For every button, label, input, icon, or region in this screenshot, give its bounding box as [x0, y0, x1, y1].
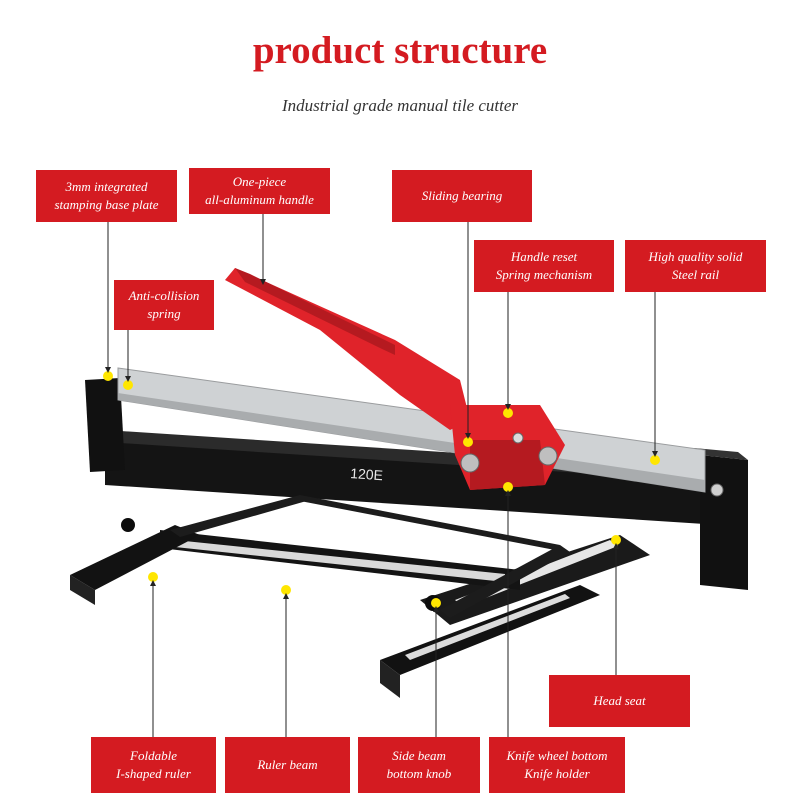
callout-line: I-shaped ruler: [116, 766, 191, 781]
head-wheel-2: [538, 446, 558, 466]
callout-line: Sliding bearing: [421, 188, 503, 203]
callout-line: Ruler beam: [257, 757, 318, 772]
callout-line: all-aluminum handle: [205, 192, 314, 207]
marker-dot: [503, 408, 513, 418]
callout-steel-rail: High quality solid Steel rail: [625, 240, 766, 292]
ruler-strip-front: [405, 594, 570, 660]
handle-arm: [225, 268, 470, 430]
callout-line: Foldable: [130, 748, 177, 763]
callout-line: stamping base plate: [54, 197, 159, 212]
callout-ruler-beam: Ruler beam: [225, 737, 350, 793]
head-bolt: [512, 432, 524, 444]
callout-side-beam-knob: Side beam bottom knob: [358, 737, 480, 793]
left-support-front: [70, 575, 95, 605]
callout-head-seat: Head seat: [549, 675, 690, 727]
callout-anti-collision: Anti-collision spring: [114, 280, 214, 330]
marker-dot: [281, 585, 291, 595]
callout-foldable-ruler: Foldable I-shaped ruler: [91, 737, 216, 793]
leader-lines: [105, 214, 658, 737]
marker-dot: [650, 455, 660, 465]
marker-dot: [503, 482, 513, 492]
cross-beam-inner: [295, 495, 560, 550]
callout-handle: One-piece all-aluminum handle: [189, 168, 330, 214]
marker-dot: [148, 572, 158, 582]
callout-sliding-bearing: Sliding bearing: [392, 170, 532, 222]
callout-line: One-piece: [232, 174, 287, 189]
right-support-front: [380, 660, 400, 698]
cross-beam-right: [440, 545, 570, 618]
page-subtitle: Industrial grade manual tile cutter: [281, 96, 519, 115]
marker-dots: [103, 371, 660, 608]
marker-dot: [103, 371, 113, 381]
callout-line: Side beam: [392, 748, 446, 763]
marker-dot: [611, 535, 621, 545]
rail-end-bolt: [710, 483, 724, 497]
callout-line: 3mm integrated: [65, 179, 148, 194]
right-end-top: [694, 448, 748, 460]
callout-handle-reset: Handle reset Spring mechanism: [474, 240, 614, 292]
callout-base-plate: 3mm integrated stamping base plate: [36, 170, 177, 222]
callout-line: Knife wheel bottom: [506, 748, 608, 763]
marker-dot: [463, 437, 473, 447]
left-support-beam: [70, 525, 200, 590]
page-title: product structure: [252, 29, 548, 72]
callout-line: Head seat: [593, 693, 646, 708]
callout-line: bottom knob: [386, 766, 452, 781]
callout-line: Handle reset: [510, 249, 578, 264]
head-wheel-1: [460, 453, 480, 473]
marker-dot: [123, 380, 133, 390]
steel-rail-shade: [118, 393, 705, 492]
callout-line: spring: [147, 306, 181, 321]
callout-line: Steel rail: [671, 267, 720, 282]
marker-dot: [431, 598, 441, 608]
callout-line: Anti-collision: [128, 288, 200, 303]
right-end-block: [700, 455, 748, 590]
knob-left: [121, 518, 135, 532]
callout-line: High quality solid: [648, 249, 743, 264]
front-frame-strip: [175, 540, 505, 582]
cross-beam-left: [170, 495, 310, 537]
left-end-block: [85, 378, 125, 472]
handle-shade: [235, 268, 395, 355]
callout-knife-holder: Knife wheel bottom Knife holder: [489, 737, 625, 793]
cutting-head-shade: [470, 440, 545, 490]
base-marking: 120E: [350, 465, 384, 483]
callout-line: Spring mechanism: [495, 267, 593, 282]
callout-line: Knife holder: [524, 766, 590, 781]
base-beam-back: [105, 440, 720, 525]
